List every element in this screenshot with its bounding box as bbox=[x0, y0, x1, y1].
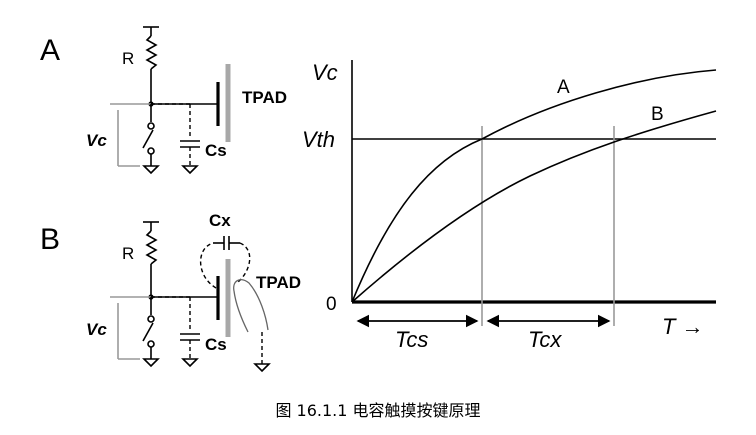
switch-b bbox=[142, 322, 154, 342]
tpad-b-label: TPAD bbox=[256, 273, 301, 292]
tpad-a-label: TPAD bbox=[242, 88, 287, 107]
cs-a-label: Cs bbox=[205, 141, 227, 160]
curve-a bbox=[351, 69, 717, 303]
resistor-b-label: R bbox=[122, 244, 134, 263]
circuit-b: B R TPAD Cx Vc bbox=[40, 211, 301, 373]
cs-b-label: Cs bbox=[205, 335, 227, 354]
resistor-a-label: R bbox=[122, 49, 134, 68]
circuit-a: A R TPAD Vc Cs bbox=[40, 26, 287, 175]
figure-caption: 图 16.1.1 电容触摸按键原理 bbox=[275, 401, 480, 420]
tcs-label: Tcs bbox=[395, 327, 428, 352]
curve-b-label: B bbox=[651, 104, 664, 125]
tcx-label: Tcx bbox=[528, 327, 562, 352]
curve-b bbox=[351, 110, 717, 303]
origin-label: 0 bbox=[326, 294, 337, 315]
circuit-b-label: B bbox=[40, 223, 60, 256]
charge-graph: Vc 0 Vth A B Tcs Tcx T → bbox=[302, 60, 717, 352]
resistor-a bbox=[145, 35, 158, 70]
vc-a-label: Vc bbox=[86, 131, 107, 150]
curve-a-label: A bbox=[557, 77, 570, 98]
cx-loop bbox=[199, 242, 251, 289]
circuit-a-label: A bbox=[40, 34, 60, 67]
x-axis-label: T → bbox=[662, 314, 704, 339]
finger bbox=[233, 279, 269, 331]
switch-a bbox=[142, 129, 154, 149]
vc-b-label: Vc bbox=[86, 320, 107, 339]
threshold-label: Vth bbox=[302, 127, 335, 152]
resistor-b bbox=[145, 230, 158, 265]
cx-label: Cx bbox=[209, 211, 231, 230]
y-axis-label: Vc bbox=[312, 60, 338, 85]
